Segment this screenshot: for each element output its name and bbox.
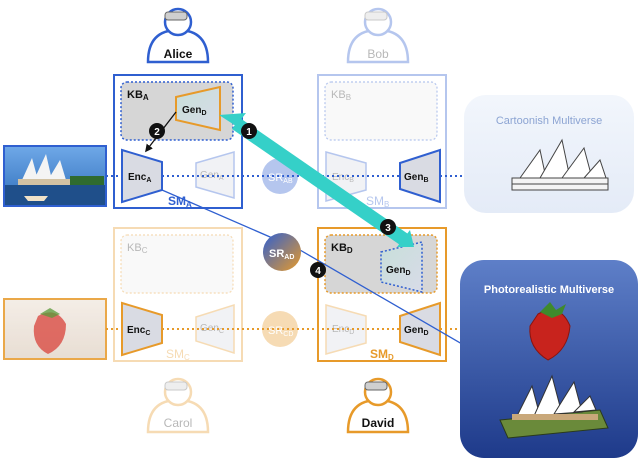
alice-label: Alice [164, 47, 193, 61]
step-badge-2: 2 [149, 123, 165, 139]
bob-label: Bob [367, 47, 389, 61]
enc-a-label: EncA [128, 172, 151, 184]
photorealistic-multiverse: Photorealistic Multiverse [460, 260, 638, 458]
carol-headset-icon [164, 381, 188, 391]
user-alice: Alice [146, 7, 210, 64]
cartoon-opera-house-icon [511, 138, 609, 191]
gen-d-block [399, 301, 441, 357]
svg-text:SRAB: SRAB [268, 172, 293, 185]
kb-b-box [324, 81, 438, 141]
gen-a-label: GenA [200, 170, 224, 182]
sm-a-label: SMA [168, 194, 192, 209]
enc-c-label: EncC [127, 325, 150, 337]
user-bob: Bob [346, 7, 410, 64]
sm-d-box: KBD GenD EncD GenD SMD [317, 227, 447, 362]
strawberry-photo [3, 298, 107, 360]
gen-b-label: GenB [404, 172, 429, 184]
bob-headset-icon [364, 11, 388, 21]
svg-text:3: 3 [385, 223, 391, 234]
sm-a-box: KBA GenD EncA GenA SMA [113, 74, 243, 209]
carol-label: Carol [164, 416, 193, 430]
kb-d-label: KBD [331, 242, 353, 255]
bob-head-icon [363, 7, 393, 37]
gen-c-label: GenC [200, 323, 224, 335]
relay-sr-ad: SRAD [263, 233, 301, 271]
ferry-icon [24, 196, 48, 201]
sm-c-box: KBC GenC SMC EncC [113, 227, 243, 362]
david-label: David [362, 416, 395, 430]
cartoonish-multiverse-title: Cartoonish Multiverse [496, 115, 602, 127]
step-badge-4: 4 [310, 262, 326, 278]
svg-text:1: 1 [246, 127, 252, 138]
kb-c-label: KBC [127, 242, 148, 255]
photoreal-opera-house-icon [499, 374, 609, 439]
gen-a-block [195, 151, 235, 199]
gen-b-block [399, 148, 441, 204]
enc-d-block [325, 304, 367, 355]
relay-sr-cd: SRCD [262, 311, 298, 347]
david-headset-icon [364, 381, 388, 391]
opera-house-icon [22, 154, 66, 180]
user-carol: Carol [146, 377, 210, 434]
opera-house-photo [3, 145, 107, 207]
svg-text:SRCD: SRCD [268, 325, 293, 338]
teal-transfer-arrow [219, 113, 414, 247]
enc-d-label: EncD [332, 324, 354, 336]
svg-text:4: 4 [315, 266, 321, 277]
strawberry-icon [33, 312, 66, 354]
enc-c-block [121, 301, 163, 357]
cartoonish-multiverse: Cartoonish Multiverse [464, 95, 634, 213]
gen-c-block [195, 303, 235, 355]
svg-text:SRAD: SRAD [269, 248, 294, 261]
step-badge-3: 3 [380, 219, 396, 235]
svg-text:2: 2 [154, 127, 160, 138]
kb-a-label: KBA [127, 89, 149, 102]
gen-d-label: GenD [404, 325, 429, 337]
user-david: David [346, 377, 410, 434]
kb-b-label: KBB [331, 89, 351, 102]
carol-head-icon [163, 377, 193, 407]
photoreal-strawberry-icon [529, 302, 571, 361]
sm-b-box: KBB EncB SMB GenB [317, 74, 447, 209]
photorealistic-multiverse-title: Photorealistic Multiverse [484, 284, 614, 296]
sm-c-label: SMC [166, 347, 190, 362]
gen-d-in-kb-d-label: GenD [386, 265, 411, 277]
step-badge-1: 1 [241, 123, 257, 139]
kb-c-box [120, 234, 234, 294]
enc-b-label: EncB [332, 172, 354, 184]
gen-d-in-kb-a-label: GenD [182, 105, 207, 117]
sm-b-label: SMB [366, 194, 389, 209]
alice-headset-icon [164, 11, 188, 21]
sm-d-label: SMD [370, 347, 394, 362]
